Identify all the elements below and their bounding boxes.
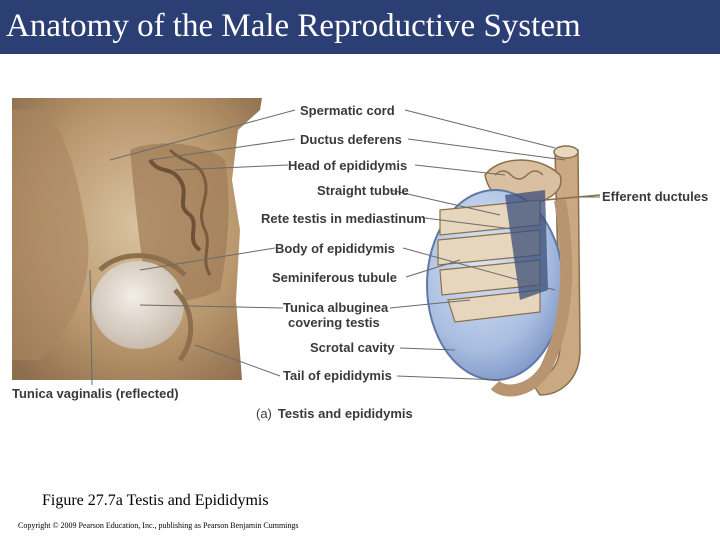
subfigure-tag: (a) — [256, 406, 272, 421]
label-straight-tubule: Straight tubule — [317, 183, 409, 198]
subfigure-title: Testis and epididymis — [277, 406, 413, 421]
label-covering-testis: covering testis — [288, 315, 380, 330]
title-bar: Anatomy of the Male Reproductive System — [0, 0, 720, 54]
label-seminiferous-tubule: Seminiferous tubule — [272, 270, 397, 285]
label-body-of-epididymis: Body of epididymis — [275, 241, 395, 256]
label-ductus-deferens: Ductus deferens — [300, 132, 402, 147]
label-rete-testis: Rete testis in mediastinum — [261, 211, 426, 226]
label-efferent-ductules: Efferent ductules — [602, 189, 709, 204]
leader-lines — [89, 109, 600, 386]
label-tail-of-epididymis: Tail of epididymis — [283, 368, 392, 383]
label-tunica-albuginea: Tunica albuginea — [283, 300, 389, 315]
copyright-notice: Copyright © 2009 Pearson Education, Inc.… — [18, 521, 299, 530]
label-scrotal-cavity: Scrotal cavity — [310, 340, 395, 355]
label-head-of-epididymis: Head of epididymis — [288, 158, 408, 173]
label-tunica-vaginalis: Tunica vaginalis (reflected) — [12, 386, 179, 401]
figure-caption: Figure 27.7a Testis and Epididymis — [42, 492, 269, 509]
subfigure-caption: (a) Testis and epididymis — [256, 406, 413, 421]
specimen-photo — [12, 98, 262, 380]
slide-title: Anatomy of the Male Reproductive System — [6, 8, 581, 44]
testis-diagram — [426, 145, 601, 397]
label-spermatic-cord: Spermatic cord — [300, 103, 395, 118]
